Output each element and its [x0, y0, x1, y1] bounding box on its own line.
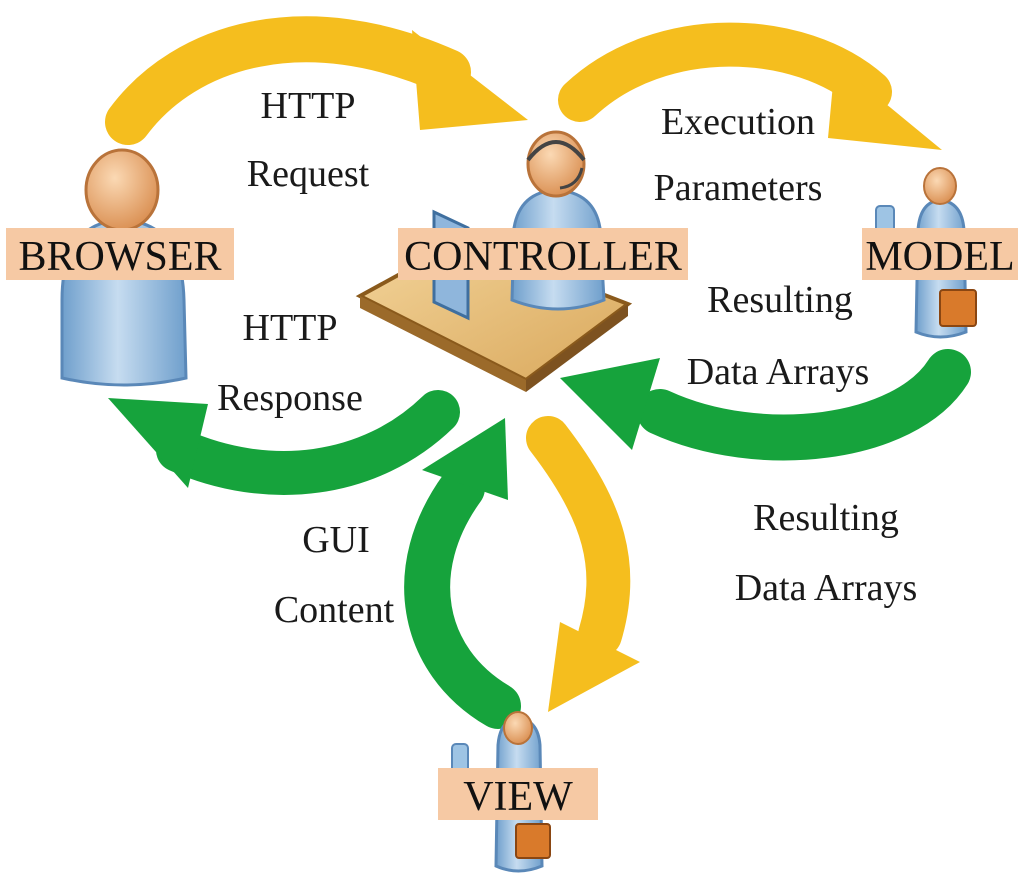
arrow-model-to-controller — [560, 349, 971, 461]
controller-label-text: CONTROLLER — [404, 234, 682, 280]
gui-content-line-1: GUI — [302, 519, 370, 561]
arrow-controller-to-view — [526, 416, 640, 712]
gui-content-line-2: Content — [274, 589, 395, 631]
controller-person-icon — [510, 130, 606, 311]
execution-parameters-line-1: Execution — [661, 101, 815, 143]
view-result-line-1: Resulting — [753, 497, 899, 539]
view-result-label: Resulting Data Arrays — [735, 497, 918, 609]
browser-label: BROWSER — [6, 228, 234, 280]
model-label-text: MODEL — [865, 234, 1014, 280]
http-response-line-2: Response — [217, 377, 363, 419]
view-label: VIEW — [438, 768, 598, 820]
model-result-line-1: Resulting — [707, 279, 853, 321]
gui-content-label: GUI Content — [274, 519, 395, 631]
arrow-controller-to-browser — [108, 390, 460, 495]
controller-label: CONTROLLER — [398, 228, 688, 280]
briefcase-icon — [515, 823, 551, 859]
view-label-text: VIEW — [463, 774, 573, 820]
arrow-browser-to-controller — [105, 16, 528, 145]
arrow-controller-to-model — [558, 22, 942, 150]
http-request-line-2: Request — [247, 153, 370, 195]
model-result-line-2: Data Arrays — [687, 351, 870, 393]
arrow-view-to-controller — [404, 418, 521, 729]
http-request-label: HTTP Request — [247, 85, 370, 195]
headset-icon — [526, 140, 586, 162]
http-response-line-1: HTTP — [243, 307, 338, 349]
model-result-label: Resulting Data Arrays — [687, 279, 870, 393]
http-response-label: HTTP Response — [217, 307, 363, 419]
http-request-line-1: HTTP — [261, 85, 356, 127]
execution-parameters-label: Execution Parameters — [654, 101, 823, 209]
briefcase-icon — [939, 289, 977, 327]
browser-label-text: BROWSER — [18, 234, 221, 280]
model-label: MODEL — [862, 228, 1018, 280]
view-result-line-2: Data Arrays — [735, 567, 918, 609]
execution-parameters-line-2: Parameters — [654, 167, 823, 209]
